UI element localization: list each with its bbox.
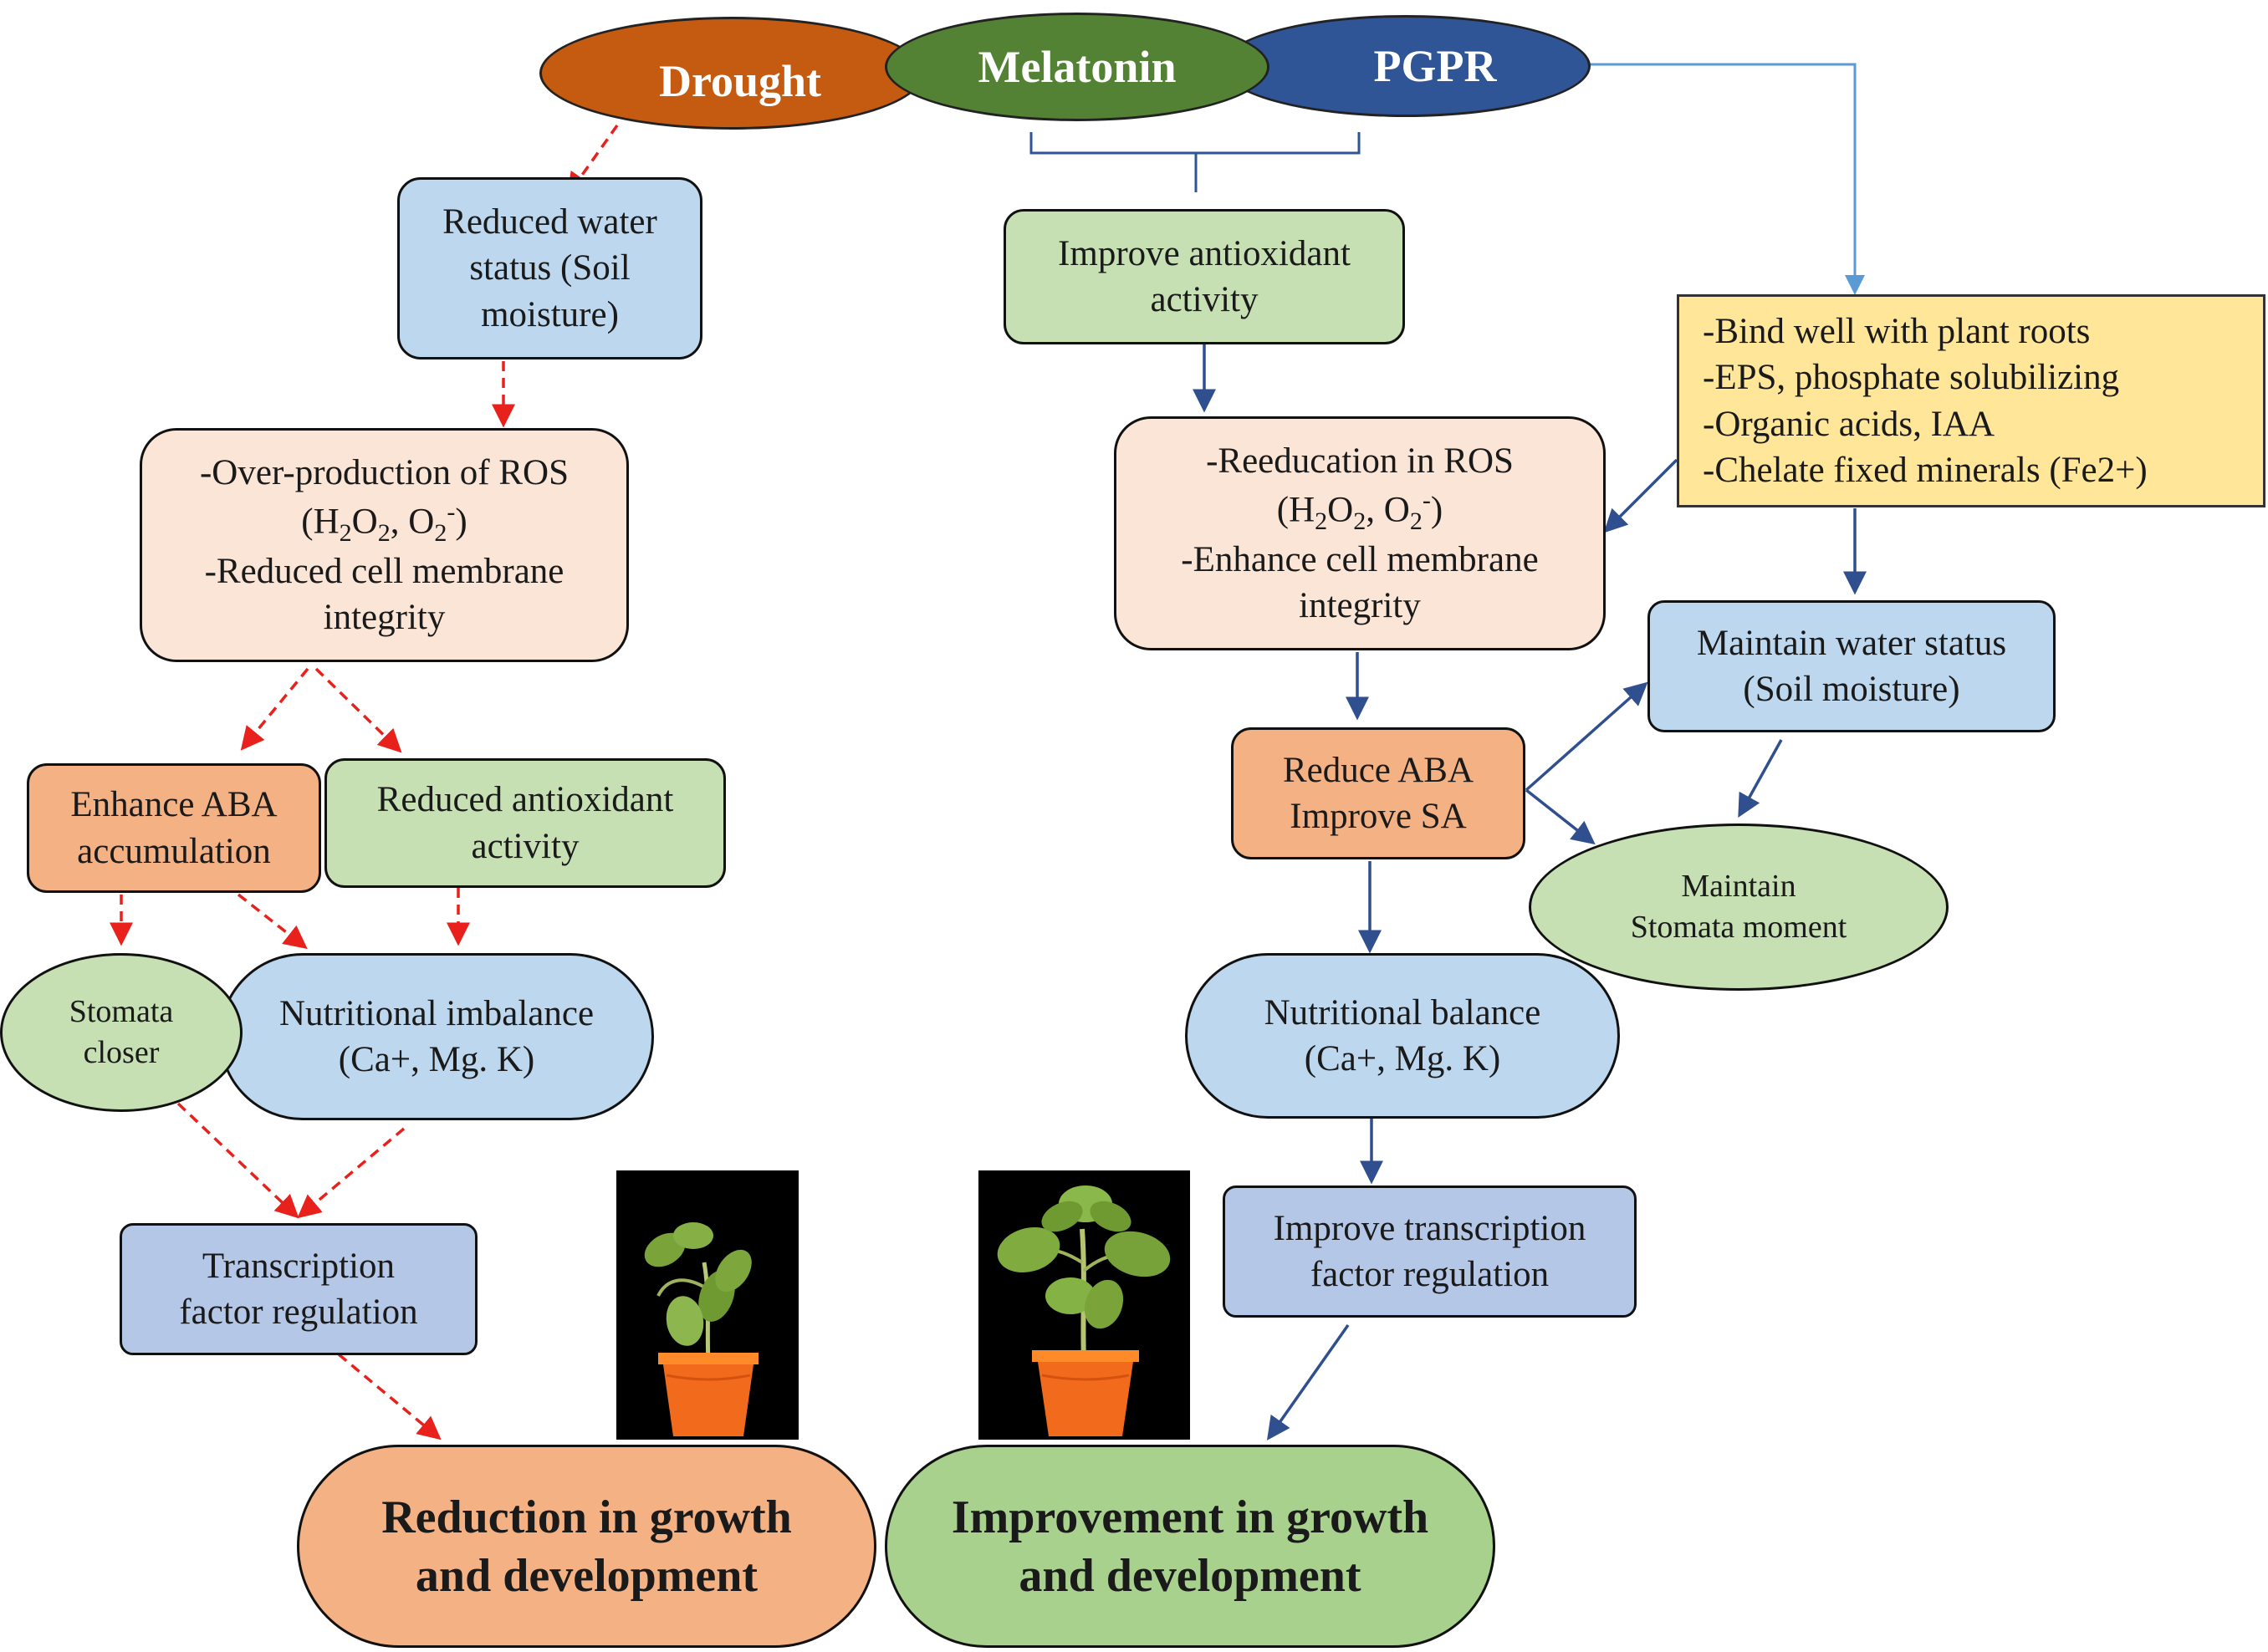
arrow-water-to-stomata <box>1738 739 1783 818</box>
ros-reduction-box: -Reeducation in ROS (H2O2, O2-) -Enhance… <box>1114 416 1606 650</box>
improve-antioxidant-box: Improve antioxidant activity <box>1004 209 1405 344</box>
melatonin-ellipse: Melatonin <box>885 13 1269 121</box>
transcription-left-line-2: factor regulation <box>179 1293 418 1332</box>
pgpr-label: PGPR <box>1373 41 1497 91</box>
reduce-aba-box: Reduce ABA Improve SA <box>1231 727 1525 859</box>
improvement-outcome-line-1: Improvement in growth <box>951 1491 1429 1543</box>
reduce-aba-line-2: Improve SA <box>1290 797 1467 836</box>
maintain-water-box: Maintain water status (Soil moisture) <box>1647 600 2056 732</box>
nutritional-imbalance-line-2: (Ca+, Mg. K) <box>338 1040 535 1079</box>
arrow-transcription-to-outcome <box>337 1353 442 1440</box>
ros-red-line-4: integrity <box>1299 586 1421 626</box>
pgpr-trait-2: -EPS, phosphate solubilizing <box>1703 358 2120 398</box>
arrow-ros-to-antioxidant <box>314 667 402 753</box>
improve-antioxidant-line-2: activity <box>1150 280 1259 319</box>
arrow-pgpr-to-traits <box>1589 63 1865 295</box>
arrow-ros-to-aba <box>240 667 309 751</box>
arrow-nutrition-to-transcription <box>297 1127 406 1219</box>
drought-label: Drought <box>658 55 822 106</box>
enhance-aba-box: Enhance ABA accumulation <box>27 763 321 893</box>
nutritional-balance-line-1: Nutritional balance <box>1264 992 1541 1032</box>
pgpr-traits-box: -Bind well with plant roots -EPS, phosph… <box>1677 294 2265 507</box>
reduced-water-line-1: Reduced water <box>442 202 657 242</box>
pgpr-trait-1: -Bind well with plant roots <box>1703 312 2091 352</box>
reduced-antioxidant-line-2: activity <box>471 826 580 866</box>
healthy-plant-image <box>978 1170 1190 1440</box>
nutritional-balance-box: Nutritional balance (Ca+, Mg. K) <box>1185 953 1620 1119</box>
enhance-aba-line-2: accumulation <box>77 831 271 871</box>
nutritional-imbalance-line-1: Nutritional imbalance <box>278 993 595 1033</box>
reduction-outcome-line-1: Reduction in growth <box>381 1491 792 1543</box>
reduced-antioxidant-box: Reduced antioxidant activity <box>324 758 726 888</box>
nutritional-balance-line-2: (Ca+, Mg. K) <box>1304 1039 1501 1078</box>
ros-over-formula: (H2O2, O2-) <box>301 497 467 547</box>
transcription-left-line-1: Transcription <box>202 1246 396 1286</box>
pgpr-trait-4: -Chelate fixed minerals (Fe2+) <box>1703 450 2148 490</box>
reduction-outcome-line-2: and development <box>415 1549 759 1602</box>
arrow-aba-to-stomata <box>1525 788 1596 845</box>
ros-red-line-3: -Enhance cell membrane <box>1181 540 1539 580</box>
reduce-aba-line-1: Reduce ABA <box>1282 750 1474 790</box>
stomata-closer-line-2: closer <box>83 1035 160 1070</box>
enhance-aba-line-1: Enhance ABA <box>70 785 278 825</box>
transcription-right-line-1: Improve transcription <box>1273 1208 1586 1248</box>
arrow-traits-to-ros <box>1603 458 1678 533</box>
improvement-growth-outcome: Improvement in growth and development <box>885 1445 1495 1648</box>
maintain-stomata-line-1: Maintain <box>1681 869 1796 905</box>
maintain-water-line-1: Maintain water status <box>1696 623 2007 663</box>
reduced-water-line-2: status (Soil <box>469 248 631 288</box>
wilted-plant-image <box>616 1170 799 1440</box>
ros-over-line-1: -Over-production of ROS <box>199 452 569 492</box>
ros-red-formula: (H2O2, O2-) <box>1276 485 1443 535</box>
maintain-stomata-ellipse: Maintain Stomata moment <box>1529 823 1949 991</box>
maintain-stomata-line-2: Stomata moment <box>1630 910 1847 945</box>
reduced-antioxidant-line-1: Reduced antioxidant <box>376 780 674 820</box>
pgpr-ellipse: PGPR <box>1221 15 1591 117</box>
improve-antioxidant-line-1: Improve antioxidant <box>1058 233 1351 273</box>
reduced-water-line-3: moisture) <box>481 294 619 334</box>
arrow-stomata-to-transcription <box>176 1102 299 1219</box>
arrow-aba-to-water <box>1525 681 1648 792</box>
drought-ellipse: Drought <box>539 17 924 130</box>
ros-overproduction-box: -Over-production of ROS (H2O2, O2-) -Red… <box>140 428 629 662</box>
stomata-closer-ellipse: Stomata closer <box>0 953 243 1112</box>
transcription-right-line-2: factor regulation <box>1310 1255 1550 1294</box>
maintain-water-line-2: (Soil moisture) <box>1743 670 1960 709</box>
transcription-factor-box: Transcription factor regulation <box>120 1223 478 1355</box>
improve-transcription-box: Improve transcription factor regulation <box>1223 1185 1637 1318</box>
stomata-closer-line-1: Stomata <box>69 994 174 1030</box>
ros-over-line-4: integrity <box>323 598 446 638</box>
pgpr-trait-3: -Organic acids, IAA <box>1703 404 1995 444</box>
reduction-growth-outcome: Reduction in growth and development <box>297 1445 876 1648</box>
melatonin-label: Melatonin <box>978 42 1177 92</box>
arrow-transcription-to-outcome <box>1266 1323 1350 1440</box>
ros-over-line-3: -Reduced cell membrane <box>204 552 564 592</box>
ros-red-line-1: -Reeducation in ROS <box>1206 441 1514 481</box>
arrow-aba-to-nutrition <box>237 893 308 950</box>
bracket-melatonin-pgpr <box>1029 132 1361 192</box>
improvement-outcome-line-2: and development <box>1019 1549 1361 1602</box>
reduced-water-status-box: Reduced water status (Soil moisture) <box>397 177 702 359</box>
nutritional-imbalance-box: Nutritional imbalance (Ca+, Mg. K) <box>219 953 654 1120</box>
